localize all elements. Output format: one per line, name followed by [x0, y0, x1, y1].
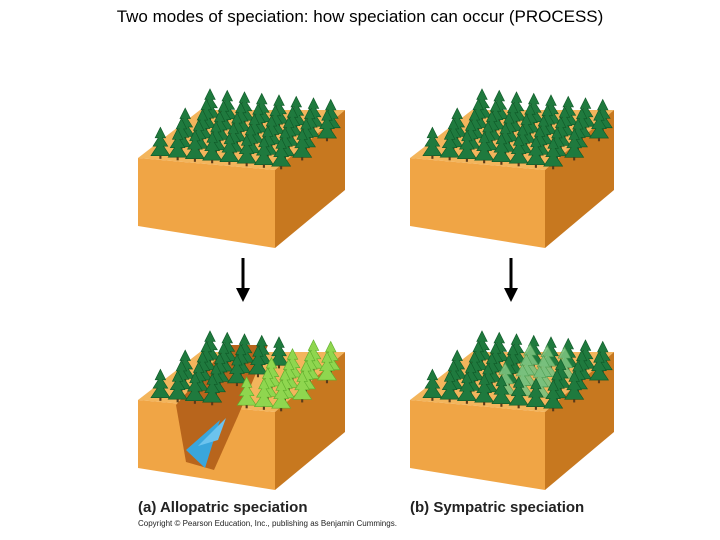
caption-sympatric: (b) Sympatric speciation [410, 499, 585, 516]
arrow-left [236, 258, 250, 302]
block-front-face [138, 158, 275, 248]
page-title: Two modes of speciation: how speciation … [116, 7, 604, 26]
caption-allopatric: (a) Allopatric speciation [138, 499, 308, 516]
copyright-text: Copyright © Pearson Education, Inc., pub… [138, 519, 397, 528]
forest [150, 88, 613, 412]
arrow-right [504, 258, 518, 302]
block-side-face [275, 110, 345, 248]
